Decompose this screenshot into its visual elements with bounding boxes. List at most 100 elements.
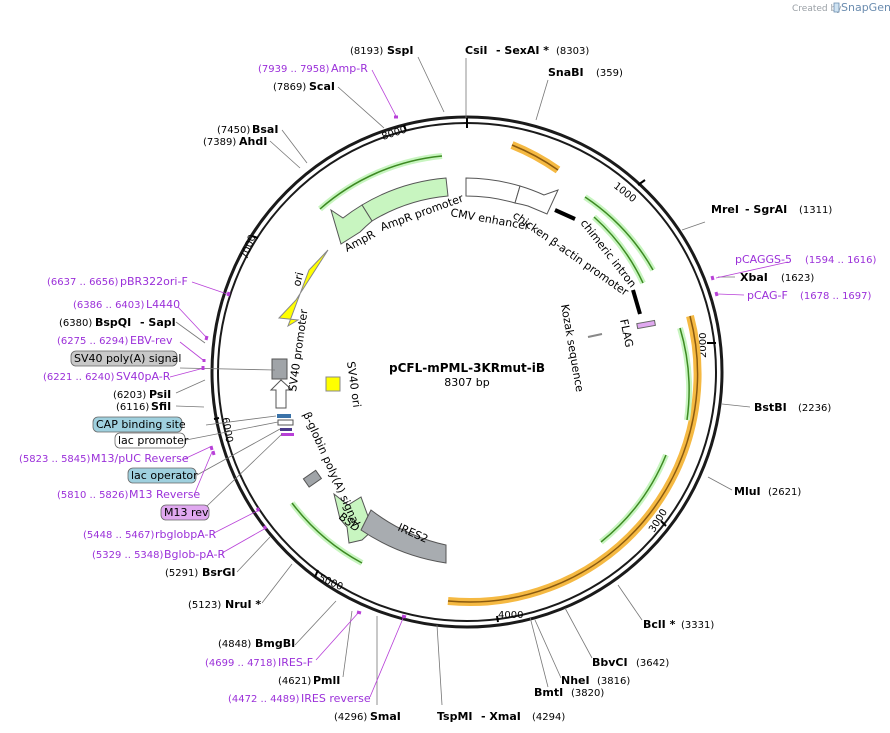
tick-label-7000: 7000 [239,233,258,261]
enzyme-bmgbi: BmgBI [255,637,295,650]
m13puc-leader [181,446,211,461]
tick-4000 [496,615,499,623]
enzyme-snabi: SnaBI [548,66,584,79]
tick-label-6000: 6000 [219,417,234,444]
bmgbi-leader [294,600,337,646]
m13rev-leader [206,433,283,507]
bbvci-leader [564,607,593,659]
enzyme-xbai-pos: (1623) [781,273,814,284]
primer-l4440-range: (6386 .. 6403) [73,300,145,311]
primer-pcagf: pCAG-F [747,289,788,302]
primer-rbglob: rbglobpA-R [155,528,216,541]
bmti-leader [529,616,549,688]
green-arcs [289,153,693,566]
iresf-leader [315,611,360,661]
sv40-polya-box-label: SV40 poly(A) signal [74,352,181,365]
m13-rev-block [281,433,294,436]
sv40-ori-label: SV40 ori [344,361,363,409]
kozak-label: Kozak sequence [558,303,586,393]
enzyme-labels: CsiI - SexAI * (8303) SnaBI (359) MreI -… [59,44,832,723]
iresrev-leader [369,615,405,698]
pcaggs-leader [715,261,789,279]
backbone-outer [210,115,724,629]
enzyme-smai: SmaI [370,710,401,723]
primer-m13puc: M13/pUC Reverse [91,452,189,465]
enzyme-psii-pos: (6203) [113,390,146,401]
bglobin-label: β-globin poly(A) signal [300,410,362,528]
cap-leader [205,415,277,426]
tick-5000 [314,569,319,578]
enzyme-csii: CsiI [465,44,487,57]
m13rev-box-label: M13 rev [164,506,209,519]
flag-bar [631,289,642,315]
tick-7000 [251,235,259,239]
primer-ebv-range: (6275 .. 6294) [57,336,129,347]
brand-text: SnapGene [841,1,890,14]
enzyme-bstbi: BstBI [754,401,787,414]
enzyme-sexai: - SexAI * [496,44,549,57]
enzyme-tspmi: TspMI [437,710,473,723]
primer-marks [201,115,719,619]
enzyme-snabi-pos: (359) [596,68,623,79]
primer-rbglob-range: (5448 .. 5467) [83,530,155,541]
lac-operator-box [127,467,197,484]
enzyme-bmti: BmtI [534,686,563,699]
enzyme-psii: PsiI [149,388,171,401]
primer-m13reverse-range: (5810 .. 5826) [57,490,129,501]
sspi-leader [417,56,445,113]
tick-1000 [637,179,646,186]
nhei-leader [534,619,562,679]
snapgene-logo-icon [833,2,840,13]
tick-label-5000: 5000 [317,573,345,593]
enzyme-sspi: SspI [387,44,413,57]
mlui-leader [707,476,733,491]
tick-label-1000: 1000 [611,181,638,205]
primer-iresrev-range: (4472 .. 4489) [228,694,300,705]
sv40-polya-box [70,350,178,367]
ires-arrow [360,509,447,564]
primer-m13reverse: M13 Reverse [129,488,200,501]
tick-marks [213,118,716,623]
primer-bglob: Bglob-pA-R [164,548,226,561]
enzyme-bsrgi-pos: (5291) [165,568,198,579]
lac-operator-leader [196,428,281,476]
lac-promoter-box-label: lac promoter [118,434,189,447]
lac-promoter-box [114,432,186,449]
enzyme-csii-pos: (8303) [556,46,589,57]
tick-label-2000: 2000 [698,333,709,358]
tspmi-leader [436,624,443,706]
orange-arc-top [510,141,561,174]
bglobin-block [302,469,323,488]
snabi-leader [535,79,549,121]
primer-ampr-range: (7939 .. 7958) [258,64,330,75]
psii-leader [175,379,206,394]
enzyme-bstbi-pos: (2236) [798,403,831,414]
enzyme-nhei-pos: (3816) [597,676,630,687]
sv40-polya-block [271,358,288,380]
bsai-leader [281,129,308,164]
enzyme-mlui-pos: (2621) [768,487,801,498]
enzyme-nhei: NheI [561,674,590,687]
enzyme-sapi: - SapI [140,316,176,329]
enzyme-sgrai: - SgrAI [745,203,787,216]
enzyme-tspmi-pos: (4294) [532,712,565,723]
cap-box-label: CAP binding site [96,418,186,431]
enzyme-nrui: NruI * [225,598,261,611]
ampr-arrow [330,204,373,245]
rbglob-leader [213,509,260,534]
cmv-enhancer-arrow [465,177,521,204]
enzyme-pmli-pos: (4621) [278,676,311,687]
bcli-leader [617,584,643,621]
pcagf-leader [717,293,745,296]
kozak-mark [587,333,603,338]
nrui-leader [261,563,293,604]
enzyme-bbvci-pos: (3642) [636,658,669,669]
enzyme-nrui-pos: (5123) [188,600,221,611]
ori-arrow [277,249,329,328]
primer-ebv: EBV-rev [130,334,173,347]
plasmid-name: pCFL-mPML-3KRmut-iB [389,361,545,375]
primer-m13puc-range: (5823 .. 5845) [19,454,91,465]
primer-pbr322: pBR322ori-F [120,275,188,288]
enzyme-bsrgi: BsrGI [202,566,235,579]
